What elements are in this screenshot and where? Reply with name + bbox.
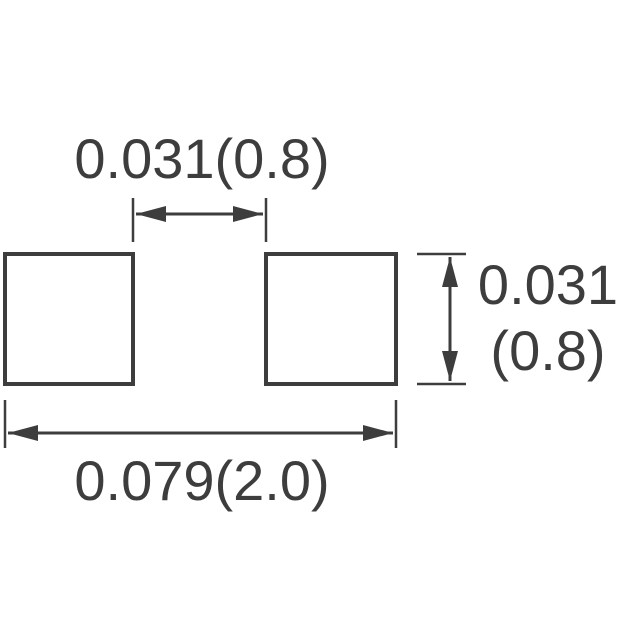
- left-pad: [3, 252, 135, 386]
- right-pad: [264, 252, 398, 386]
- height-dimension-label-line1: 0.031: [478, 253, 618, 316]
- height-dimension-label-line2: (0.8): [490, 319, 605, 382]
- gap-dimension-label: 0.031(0.8): [74, 127, 329, 190]
- overall-dimension-label: 0.079(2.0): [74, 449, 329, 512]
